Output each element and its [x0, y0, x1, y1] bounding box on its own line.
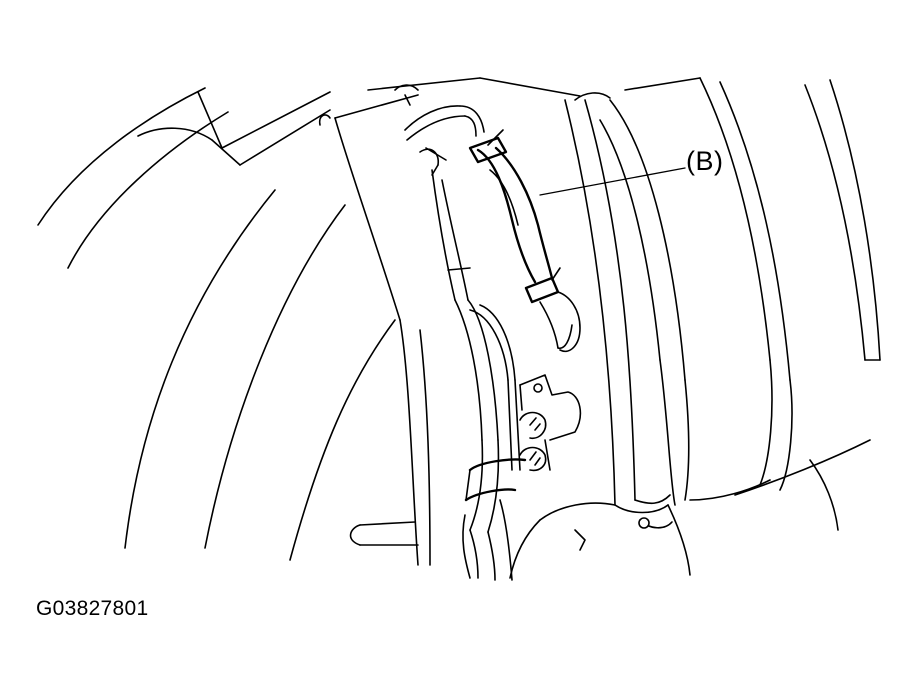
- lower-panel: [349, 521, 419, 546]
- callout-leader: [539, 167, 686, 196]
- figure-id: G03827801: [36, 597, 149, 620]
- top-bracket: [419, 147, 447, 176]
- upper-pipe: [404, 105, 485, 141]
- left-body-panel: [37, 87, 396, 561]
- hose-b: [468, 129, 581, 352]
- vertical-tubes: [431, 169, 521, 581]
- right-body-panel: [509, 77, 881, 579]
- tube-strap: [464, 458, 527, 502]
- pillar: [318, 77, 581, 566]
- callout-label-b: (B): [686, 146, 724, 176]
- mounting-bracket: [519, 374, 582, 472]
